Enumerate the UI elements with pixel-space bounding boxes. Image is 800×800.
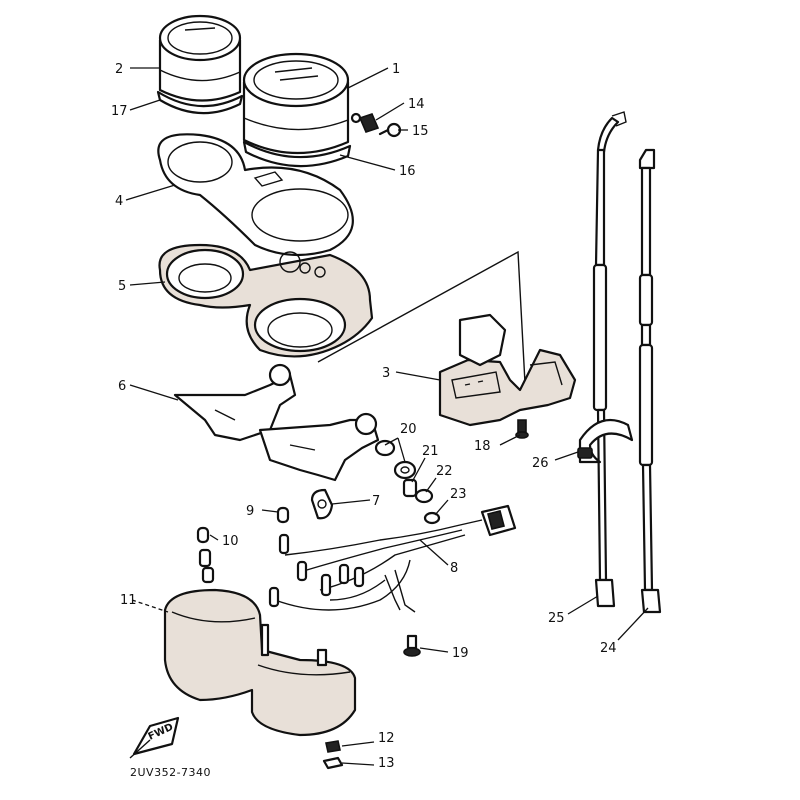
- drawing-part-code: 2UV352-7340: [130, 766, 211, 779]
- callout-4: 4: [115, 194, 123, 209]
- leader-lines: [125, 67, 649, 766]
- part-24-tachometer-cable: [638, 148, 662, 614]
- part-10-socket-set: [196, 526, 215, 584]
- part-15-bulb: [378, 122, 402, 138]
- callout-24: 24: [600, 641, 617, 656]
- callout-25: 25: [548, 611, 565, 626]
- part-1-large-gauge: [242, 52, 350, 155]
- callout-5: 5: [118, 279, 126, 294]
- part-20-grommets: [374, 439, 417, 480]
- callout-18: 18: [474, 439, 491, 454]
- part-11-lower-case: [163, 588, 357, 737]
- callout-13: 13: [378, 756, 395, 771]
- callout-12: 12: [378, 731, 395, 746]
- callout-20: 20: [400, 422, 417, 437]
- fwd-direction-marker: FWD: [129, 716, 180, 759]
- callout-23: 23: [450, 487, 467, 502]
- callout-3: 3: [382, 366, 390, 381]
- callout-22: 22: [436, 464, 453, 479]
- part-23-nut: [423, 511, 441, 525]
- callout-11: 11: [120, 593, 137, 608]
- callout-8: 8: [450, 561, 458, 576]
- callout-labels: 2 17 1 14 15 16 4 5 3 6 20 18 21 22 23 7…: [111, 62, 617, 771]
- part-6-mounting-bracket: [173, 363, 380, 482]
- part-4-meter-cover: [157, 133, 354, 257]
- part-18-screw: [515, 419, 529, 439]
- part-19-bolt: [403, 634, 421, 657]
- part-8-wire-harness: [268, 504, 517, 613]
- part-7-clip: [310, 488, 334, 520]
- part-3-indicator-unit: [438, 313, 577, 427]
- callout-21: 21: [422, 444, 439, 459]
- callout-19: 19: [452, 646, 469, 661]
- part-16-gasket-ring: [242, 140, 352, 168]
- part-22-washer: [414, 488, 434, 504]
- part-9-bulb: [276, 506, 290, 524]
- callout-2: 2: [115, 62, 123, 77]
- callout-17: 17: [111, 104, 128, 119]
- callout-15: 15: [412, 124, 429, 139]
- part-2-small-gauge: [158, 14, 242, 102]
- callout-6: 6: [118, 379, 126, 394]
- callout-26: 26: [532, 456, 549, 471]
- callout-1: 1: [392, 62, 400, 77]
- assembly-guide-lines: [317, 250, 527, 403]
- part-5-meter-housing: [158, 243, 374, 358]
- part-26-cable-clamp: [577, 418, 634, 464]
- callout-9: 9: [246, 504, 254, 519]
- part-25-speedometer-cable: [592, 111, 627, 608]
- callout-10: 10: [222, 534, 239, 549]
- part-21-collar: [402, 478, 418, 498]
- part-13-clip: [322, 756, 344, 770]
- callout-7: 7: [372, 494, 380, 509]
- callout-16: 16: [399, 164, 416, 179]
- part-12-clip: [325, 740, 341, 753]
- callout-14: 14: [408, 97, 425, 112]
- part-17-gasket-ring: [156, 90, 244, 115]
- part-14-bulb-socket: [350, 112, 380, 133]
